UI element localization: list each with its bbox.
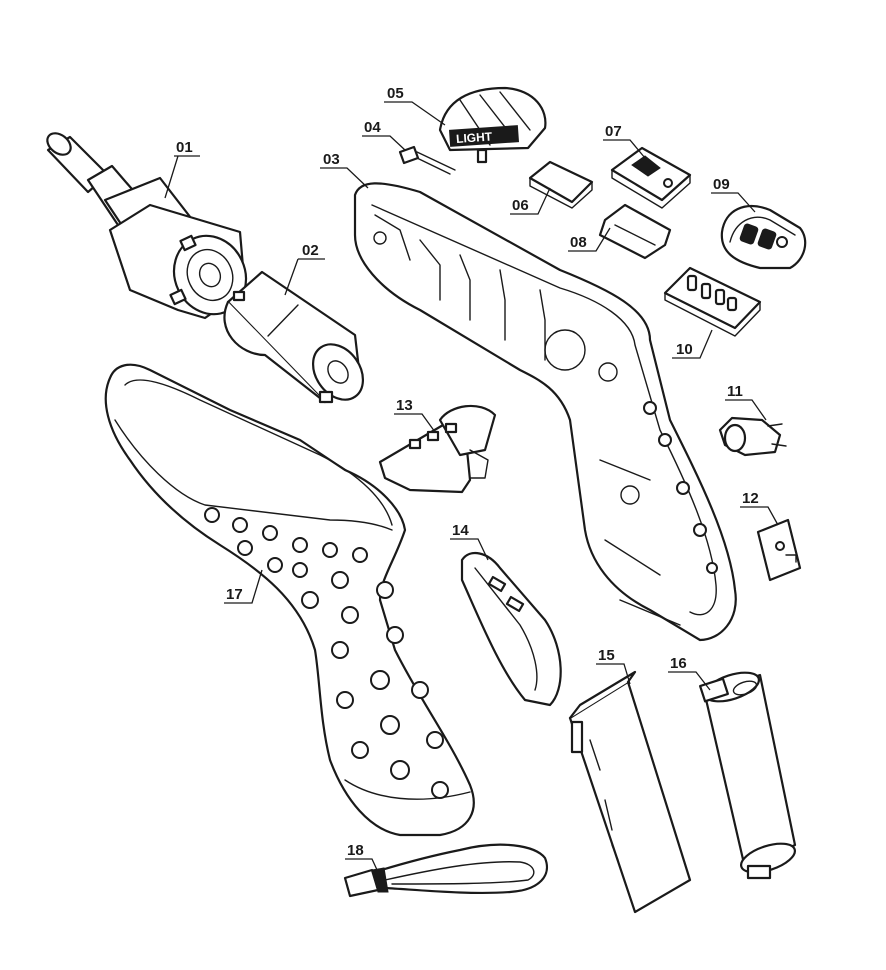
label-09: 09 xyxy=(711,176,756,213)
part-05-light-cover: LIGHT xyxy=(438,86,547,164)
label-01: 01 xyxy=(164,139,200,199)
label-14: 14 xyxy=(450,522,489,561)
label-10-text: 10 xyxy=(676,341,693,358)
label-06-text: 06 xyxy=(512,197,529,214)
label-12-text: 12 xyxy=(742,490,759,507)
label-07-text: 07 xyxy=(605,123,622,140)
part-08-plate xyxy=(598,203,672,260)
label-14-text: 14 xyxy=(452,522,469,539)
part-11-switch xyxy=(718,416,787,457)
part-15-battery-holder xyxy=(568,670,692,914)
label-02-text: 02 xyxy=(302,242,319,259)
label-18-text: 18 xyxy=(347,842,364,859)
label-04: 04 xyxy=(362,119,406,151)
label-08: 08 xyxy=(568,227,611,252)
label-09-text: 09 xyxy=(713,176,730,193)
label-18: 18 xyxy=(345,842,379,873)
label-11: 11 xyxy=(725,383,767,421)
part-01-chuck-gearbox xyxy=(46,132,248,320)
label-15: 15 xyxy=(596,647,631,685)
label-13: 13 xyxy=(394,397,436,433)
label-17-text: 17 xyxy=(226,586,243,603)
label-03: 03 xyxy=(320,151,369,189)
part-10-circuit-board xyxy=(663,266,762,337)
part-04-led xyxy=(398,145,456,175)
label-07: 07 xyxy=(603,123,646,159)
part-13-bracket xyxy=(378,404,497,494)
label-05: 05 xyxy=(384,85,446,126)
label-01-text: 01 xyxy=(176,139,193,156)
label-02: 02 xyxy=(284,242,325,296)
part-02-motor xyxy=(223,270,365,404)
label-16-text: 16 xyxy=(670,655,687,672)
part-18-wrist-strap xyxy=(343,843,548,898)
part-03-housing-half xyxy=(353,182,737,642)
part-09-button-cap xyxy=(720,205,807,270)
label-06: 06 xyxy=(510,187,551,215)
logo-text: LIGHT xyxy=(456,129,494,146)
label-11-text: 11 xyxy=(727,383,743,400)
label-17: 17 xyxy=(224,569,263,604)
label-13-text: 13 xyxy=(396,397,413,414)
part-07-switch-board xyxy=(610,146,692,209)
label-10: 10 xyxy=(672,329,713,359)
label-03-text: 03 xyxy=(323,151,340,168)
part-12-contact-plate xyxy=(756,518,802,582)
part-17-housing-grip xyxy=(104,363,475,837)
part-16-battery xyxy=(699,671,797,880)
label-16: 16 xyxy=(668,655,711,691)
label-05-text: 05 xyxy=(387,85,404,102)
label-15-text: 15 xyxy=(598,647,615,664)
label-04-text: 04 xyxy=(364,119,381,136)
part-06-pad xyxy=(528,160,594,209)
label-12: 12 xyxy=(740,490,779,526)
part-14-trigger-slide xyxy=(460,551,562,707)
label-08-text: 08 xyxy=(570,234,587,251)
